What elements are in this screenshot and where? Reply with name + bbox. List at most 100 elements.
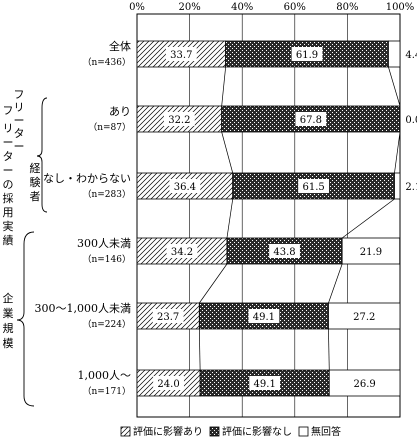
value-label-bg: [163, 112, 195, 126]
category-n: （n=436）: [82, 57, 131, 68]
group-label-hiring-1: リ: [3, 122, 14, 135]
value-label: 4.4: [405, 50, 417, 61]
bar-segment: [394, 172, 401, 200]
value-label-bg: [152, 309, 184, 323]
x-axis-ticks: 0% 20% 40% 60% 80% 100%: [129, 2, 414, 13]
legend-swatch: [298, 426, 309, 437]
plot-frame: [136, 13, 401, 418]
connector-line: [328, 263, 343, 304]
group-label-hiring-2: タ: [14, 127, 25, 140]
category-n: （n=171）: [82, 386, 131, 397]
value-label: 2.1: [405, 182, 417, 193]
category-label: あり: [109, 105, 131, 118]
value-label-bg: [165, 47, 197, 61]
group-brace: [36, 97, 48, 213]
group-label-hiring-1: 用: [3, 206, 14, 219]
group-label-hiring-1: ー: [3, 136, 14, 149]
group-label-hiring-1: タ: [3, 150, 14, 163]
group-brace: [16, 231, 35, 407]
group-label-experienced: 験: [30, 175, 41, 189]
value-label: 49.1: [253, 312, 275, 323]
value-label-bg: [169, 179, 201, 193]
category-n: （n=283）: [82, 189, 131, 200]
group-label-company-size: 規: [3, 321, 14, 335]
connector-line: [328, 328, 330, 371]
legend-label: 評価に影響なし: [222, 425, 292, 438]
value-label-bg: [291, 47, 323, 61]
group-label-hiring-1: 実: [3, 219, 14, 233]
plot-border: [136, 13, 401, 418]
value-label: 21.9: [360, 247, 382, 258]
value-label: 36.4: [174, 182, 196, 193]
category-labels: 全体 （n=436） あり （n=87） なし・わからない （n=283） 300人未満 （n…: [35, 39, 132, 397]
value-label-bg: [166, 244, 198, 258]
legend-swatch: [209, 426, 220, 437]
x-tick-label: 100%: [386, 2, 415, 13]
value-label-bg: [269, 244, 300, 258]
x-tick-label: 80%: [336, 2, 358, 13]
category-n: （n=87）: [88, 122, 131, 133]
group-label-hiring-1: 採: [3, 191, 14, 205]
legend-label: 評価に影響あり: [133, 425, 203, 438]
legend-swatch: [120, 426, 131, 437]
value-label-bg: [348, 309, 380, 323]
value-label-bg: [153, 376, 184, 390]
connector-line: [388, 66, 401, 107]
category-label: 300～1,000人未満: [35, 302, 132, 315]
value-label-bg: [248, 309, 280, 323]
value-label: 61.9: [296, 50, 318, 61]
value-label-bg: [355, 244, 387, 258]
group-label-hiring-2: ー: [14, 140, 25, 153]
group-label-hiring-1: フ: [3, 104, 14, 117]
value-label: 24.0: [157, 379, 179, 390]
bar-connectors: [198, 66, 401, 371]
value-label: 49.1: [254, 379, 276, 390]
value-label: 26.9: [353, 379, 375, 390]
category-label: 300人未満: [77, 237, 131, 250]
connector-line: [221, 131, 234, 174]
value-label: 33.7: [170, 50, 192, 61]
category-label: なし・わからない: [43, 172, 131, 185]
group-label-hiring-1: 績: [3, 233, 14, 247]
x-tick-label: 40%: [231, 2, 253, 13]
bars: [136, 40, 401, 397]
value-labels: 33.7 61.9 4.4 32.2 67.8 0.0 36.4 61.5 2.1 34.2 43.…: [152, 47, 417, 390]
value-label: 32.2: [168, 115, 190, 126]
category-n: （n=146）: [82, 254, 131, 265]
bar-segment: [388, 40, 401, 68]
bar-segment: [136, 369, 201, 397]
connector-line: [226, 198, 234, 239]
group-label-hiring-1: ー: [3, 164, 14, 177]
category-label: 全体: [109, 39, 131, 53]
x-tick-label: 60%: [284, 2, 306, 13]
value-label-bg: [349, 376, 381, 390]
category-n: （n=224）: [82, 319, 131, 330]
value-label: 67.8: [300, 115, 322, 126]
group-label-hiring-2: フ: [14, 88, 25, 101]
group-label-experienced: 者: [30, 190, 41, 203]
connector-line: [199, 263, 228, 304]
value-label: 61.5: [302, 182, 324, 193]
value-label-bg: [249, 376, 281, 390]
group-label-company-size: 模: [3, 337, 14, 350]
value-label-bg: [295, 112, 327, 126]
group-label-hiring-2: ー: [14, 114, 25, 127]
legend: 評価に影響あり 評価に影響なし 無回答: [120, 425, 341, 438]
x-tick-label: 20%: [178, 2, 200, 13]
value-label-bg: [298, 179, 330, 193]
connector-line: [341, 198, 395, 239]
value-label: 34.2: [171, 247, 193, 258]
value-label: 43.8: [273, 247, 295, 258]
value-label: 0.0: [405, 115, 417, 126]
group-label-hiring-2: リ: [14, 101, 25, 114]
value-label: 27.2: [353, 312, 375, 323]
group-label-company-size: 業: [3, 307, 14, 320]
x-tick-label: 0%: [129, 2, 145, 13]
category-label: 1,000人～: [78, 369, 132, 382]
legend-label: 無回答: [311, 425, 341, 438]
connector-line: [394, 131, 401, 174]
connector-line: [198, 328, 201, 371]
group-label-hiring-1: の: [3, 178, 14, 191]
